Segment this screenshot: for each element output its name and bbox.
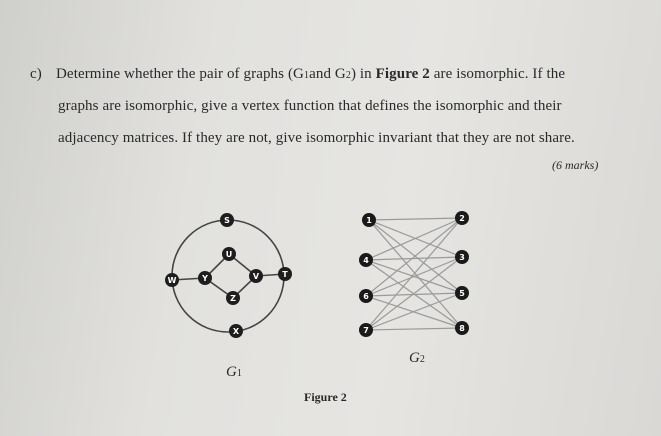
g2-vertices: 1 4 6 7 2 3 5 8 bbox=[359, 211, 469, 337]
g1-vertex-y: Y bbox=[198, 271, 212, 285]
svg-text:2: 2 bbox=[459, 214, 465, 223]
svg-text:W: W bbox=[168, 276, 177, 285]
g2-vertex-7: 7 bbox=[359, 323, 373, 337]
g1-vertex-x: X bbox=[229, 324, 243, 338]
g1-vertex-t: T bbox=[278, 267, 292, 281]
svg-text:5: 5 bbox=[459, 289, 465, 298]
g2-vertex-1: 1 bbox=[362, 213, 376, 227]
g2-vertex-4: 4 bbox=[359, 253, 373, 267]
svg-text:3: 3 bbox=[459, 253, 465, 262]
g2-vertex-6: 6 bbox=[359, 289, 373, 303]
g1-vertex-u: U bbox=[222, 247, 236, 261]
g1-vertex-v: V bbox=[249, 269, 263, 283]
g1-label: G1 bbox=[226, 364, 242, 380]
question-line-2: graphs are isomorphic, give a vertex fun… bbox=[58, 98, 562, 114]
graph-g2-edges bbox=[365, 217, 463, 331]
g1-vertex-z: Z bbox=[226, 291, 240, 305]
question-label: c) bbox=[30, 66, 42, 82]
marks-label: (6 marks) bbox=[552, 158, 599, 172]
svg-text:1: 1 bbox=[366, 216, 372, 225]
g1-vertex-w: W bbox=[165, 273, 179, 287]
svg-text:S: S bbox=[224, 216, 230, 225]
svg-text:Y: Y bbox=[201, 274, 208, 283]
question-line-3: adjacency matrices. If they are not, giv… bbox=[58, 130, 575, 146]
svg-text:6: 6 bbox=[363, 292, 369, 301]
svg-text:V: V bbox=[253, 272, 260, 281]
g2-label: G2 bbox=[409, 350, 425, 366]
svg-text:4: 4 bbox=[363, 256, 369, 265]
svg-text:X: X bbox=[233, 327, 240, 336]
g2-vertex-5: 5 bbox=[455, 286, 469, 300]
svg-text:7: 7 bbox=[363, 326, 369, 335]
svg-text:T: T bbox=[282, 270, 288, 279]
g1-vertices: S U W Y V T Z X bbox=[165, 213, 292, 338]
g2-vertex-2: 2 bbox=[455, 211, 469, 225]
svg-text:8: 8 bbox=[459, 324, 465, 333]
svg-text:U: U bbox=[226, 250, 233, 259]
figure-caption: Figure 2 bbox=[304, 390, 347, 404]
graph-g1 bbox=[171, 219, 286, 333]
g1-vertex-s: S bbox=[220, 213, 234, 227]
figure-reference: Figure 2 bbox=[375, 66, 430, 82]
g2-vertex-3: 3 bbox=[455, 250, 469, 264]
question-line-1: c)Determine whether the pair of graphs (… bbox=[30, 66, 566, 82]
g2-vertex-8: 8 bbox=[455, 321, 469, 335]
svg-text:Z: Z bbox=[230, 294, 236, 303]
